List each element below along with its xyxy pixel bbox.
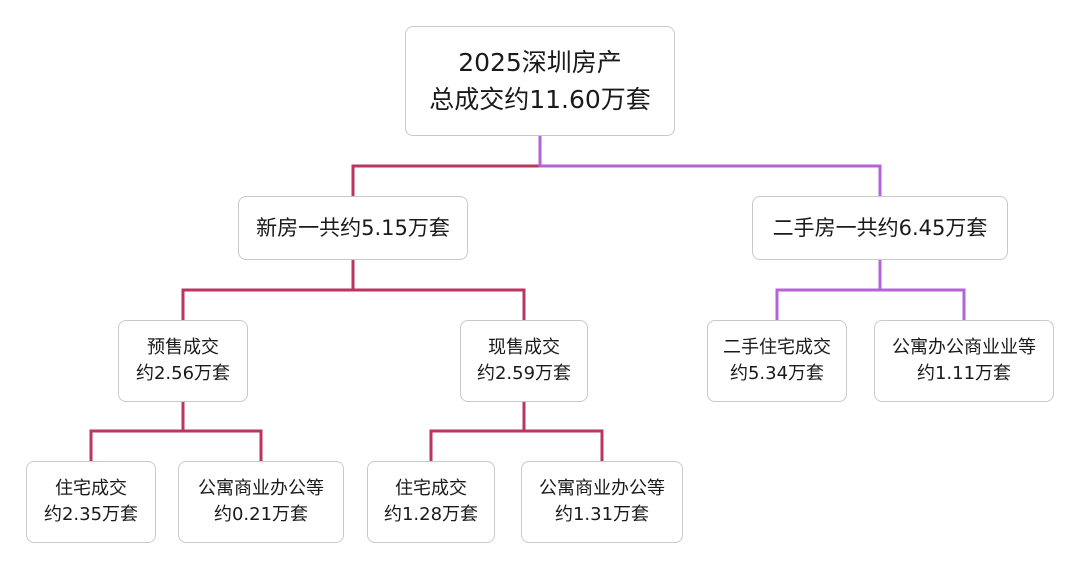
connector-presale-to-other xyxy=(181,402,263,461)
second-residential-value: 约5.34万套 xyxy=(729,363,825,384)
second-other-label: 公寓办公商业业等 xyxy=(892,336,1036,358)
node-presale-other: 公寓商业办公等 约0.21万套 xyxy=(178,461,344,543)
spot-sale-value: 约2.59万套 xyxy=(476,363,572,384)
root-title: 2025深圳房产 xyxy=(458,47,622,77)
connector-spot-to-residential xyxy=(429,402,526,461)
second-other-value: 约1.11万套 xyxy=(916,363,1012,384)
node-spot-other: 公寓商业办公等 约1.31万套 xyxy=(521,461,683,543)
node-second-hand: 二手房一共约6.45万套 xyxy=(752,196,1008,260)
spot-residential-label: 住宅成交 xyxy=(395,477,467,499)
second-residential-label: 二手住宅成交 xyxy=(723,336,831,358)
node-new-homes: 新房一共约5.15万套 xyxy=(238,196,468,260)
spot-sale-label: 现售成交 xyxy=(488,336,560,358)
node-spot-residential: 住宅成交 约1.28万套 xyxy=(367,461,495,543)
spot-other-value: 约1.31万套 xyxy=(554,504,650,525)
connector-root-to-second xyxy=(538,136,882,196)
new-homes-label: 新房一共约5.15万套 xyxy=(256,215,450,240)
presale-value: 约2.56万套 xyxy=(135,363,231,384)
presale-other-value: 约0.21万套 xyxy=(213,504,309,525)
connector-second-to-other xyxy=(878,260,966,320)
connector-new-to-presale xyxy=(181,260,355,320)
second-hand-label: 二手房一共约6.45万套 xyxy=(772,215,988,240)
spot-residential-value: 约1.28万套 xyxy=(383,504,479,525)
presale-label: 预售成交 xyxy=(147,336,219,358)
spot-other-label: 公寓商业办公等 xyxy=(539,477,665,499)
connector-new-to-spot xyxy=(351,260,526,320)
node-presale: 预售成交 约2.56万套 xyxy=(118,320,248,402)
node-spot-sale: 现售成交 约2.59万套 xyxy=(460,320,588,402)
presale-residential-label: 住宅成交 xyxy=(55,477,127,499)
connector-spot-to-other xyxy=(522,402,604,461)
root-total-value: 总成交约11.60万套 xyxy=(429,85,651,114)
root-node-total: 2025深圳房产 总成交约11.60万套 xyxy=(405,26,675,136)
presale-other-label: 公寓商业办公等 xyxy=(198,477,324,499)
connector-presale-to-residential xyxy=(89,402,185,461)
presale-residential-value: 约2.35万套 xyxy=(43,504,139,525)
connector-second-to-residential xyxy=(775,260,882,320)
node-second-other: 公寓办公商业业等 约1.11万套 xyxy=(874,320,1054,402)
node-second-residential: 二手住宅成交 约5.34万套 xyxy=(707,320,847,402)
node-presale-residential: 住宅成交 约2.35万套 xyxy=(26,461,156,543)
connector-root-to-new xyxy=(351,136,542,196)
